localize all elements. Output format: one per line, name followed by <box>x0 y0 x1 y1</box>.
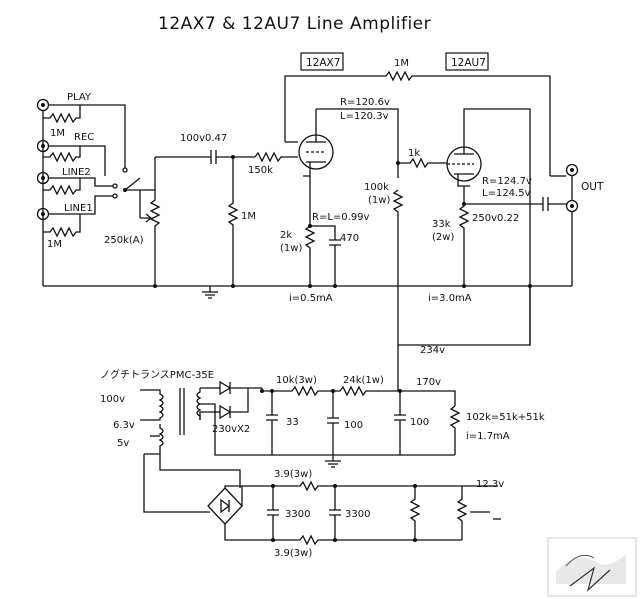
filter-cap-100a <box>327 391 339 455</box>
line2-resistor <box>43 178 81 196</box>
line2-wire <box>49 177 115 187</box>
filter-chain <box>261 385 456 406</box>
grid-leak-resistor <box>227 157 239 286</box>
heater-cap-a-label: 3300 <box>285 509 310 520</box>
psu-ground-symbol <box>325 455 341 468</box>
tube1-symbol <box>298 109 334 177</box>
grid2-resistor <box>398 157 447 169</box>
volume-label: 250k(A) <box>104 235 144 246</box>
play-resistor-label: 1M <box>50 128 65 139</box>
input-cap <box>205 150 255 164</box>
plate-load-label: 100k <box>364 182 389 193</box>
cathode-resistor-2 <box>458 186 470 286</box>
filter-r1-label: 10k(3w) <box>276 375 317 386</box>
grid-stopper-label: 150k <box>248 165 273 176</box>
heater-wire-b <box>159 454 241 488</box>
filter-cap-100b <box>394 391 406 455</box>
volume-pot <box>149 190 161 286</box>
heater-cap-a <box>267 486 279 540</box>
hv-center-tap <box>200 403 455 456</box>
heater-wire-a <box>143 454 210 513</box>
tube1-plate-wire <box>316 108 399 178</box>
heater-secondary-label: 6.3v <box>113 420 135 431</box>
cathode-cap-1 <box>310 225 341 286</box>
power-transformer <box>140 388 202 455</box>
b-plus-label: 234v <box>420 345 445 356</box>
line1-wire <box>49 195 115 215</box>
cathode-resistor-1-label: 2k <box>280 230 292 241</box>
current-1-label: i=0.5mA <box>289 293 333 304</box>
heater-pot <box>456 486 468 540</box>
cathode-voltage-1: R=L=0.99v <box>312 212 370 223</box>
line1-resistor-label: 1M <box>47 239 62 250</box>
feedback-resistor-label: 1M <box>394 58 409 69</box>
tube2-voltage-r: R=124.7v <box>482 176 532 187</box>
cathode-cap-1-label: 470 <box>340 233 359 244</box>
cathode-resistor-2-watt: (2w) <box>432 232 454 243</box>
diagram-title: 12AX7 & 12AU7 Line Amplifier <box>158 14 431 34</box>
current-2-label: i=3.0mA <box>428 293 472 304</box>
tube1-plate-voltage-l: L=120.3v <box>340 111 389 122</box>
hv-secondary-label: 230vX2 <box>212 424 250 435</box>
heater-r-bottom-label: 3.9(3w) <box>274 548 312 559</box>
grid-stopper-resistor <box>254 151 298 163</box>
play-label: PLAY <box>67 92 92 103</box>
rec-wire <box>49 145 106 176</box>
heater-r-top <box>299 480 462 492</box>
heater-cap-b <box>329 486 341 540</box>
heater-voltage-label: 12.3v <box>476 479 504 490</box>
play-wire <box>49 104 126 168</box>
line1-resistor <box>43 214 81 238</box>
output-cap <box>464 197 567 211</box>
transformer-label: ノグチトランスPMC-35E <box>100 368 214 381</box>
hv-voltage-label: 170v <box>416 377 441 388</box>
plate-load-watt: (1w) <box>368 195 390 206</box>
bleeder-resistor <box>449 405 461 455</box>
grid-leak-label: 1M <box>241 211 256 222</box>
bleeder-current-label: i=1.7mA <box>466 431 510 442</box>
line1-label: LINE1 <box>64 203 93 214</box>
tube2-label: 12AU7 <box>451 57 486 69</box>
heater-bleeder <box>409 486 421 540</box>
logo-watermark <box>547 537 637 597</box>
line2-label: LINE2 <box>62 167 91 178</box>
cathode-resistor-1-watt: (1w) <box>280 243 302 254</box>
plate-load-resistor <box>392 189 404 345</box>
output-jacks <box>550 163 579 286</box>
filter-cap-100b-label: 100 <box>410 417 429 428</box>
filter-cap-33 <box>266 391 278 455</box>
rectifier-diodes <box>199 380 262 420</box>
heater-r-top-label: 3.9(3w) <box>274 469 312 480</box>
primary-label: 100v <box>100 394 125 405</box>
heater-r-bottom <box>299 534 462 546</box>
heater-cap-b-label: 3300 <box>345 509 370 520</box>
tube1-label: 12AX7 <box>306 57 340 69</box>
heater-tap-label: 5v <box>117 438 129 449</box>
tube2-symbol <box>446 108 531 286</box>
input-cap-label: 100v0.47 <box>180 133 227 144</box>
tube2-voltage-l: L=124.5v <box>482 188 531 199</box>
cathode-resistor-2-label: 33k <box>432 219 451 230</box>
input-selector-switch <box>112 157 156 199</box>
bleeder-label: 102k=51k+51k <box>466 412 545 423</box>
rec-resistor <box>43 146 81 163</box>
ground-symbol <box>202 286 218 299</box>
rec-label: REC <box>74 132 94 143</box>
filter-r2-label: 24k(1w) <box>343 375 384 386</box>
volume-pot-wiper <box>140 213 153 223</box>
filter-cap-33-label: 33 <box>286 417 299 428</box>
out-label: OUT <box>581 181 604 193</box>
tube1-plate-voltage-r: R=120.6v <box>340 97 390 108</box>
tube1-label-box <box>300 52 344 71</box>
feedback-resistor <box>284 70 551 176</box>
filter-cap-100a-label: 100 <box>344 420 363 431</box>
cathode-resistor-1 <box>304 176 316 286</box>
grid2-resistor-label: 1k <box>408 148 420 159</box>
output-cap-label: 250v0.22 <box>472 213 519 224</box>
play-resistor <box>43 105 81 124</box>
tube2-label-box <box>445 52 489 71</box>
